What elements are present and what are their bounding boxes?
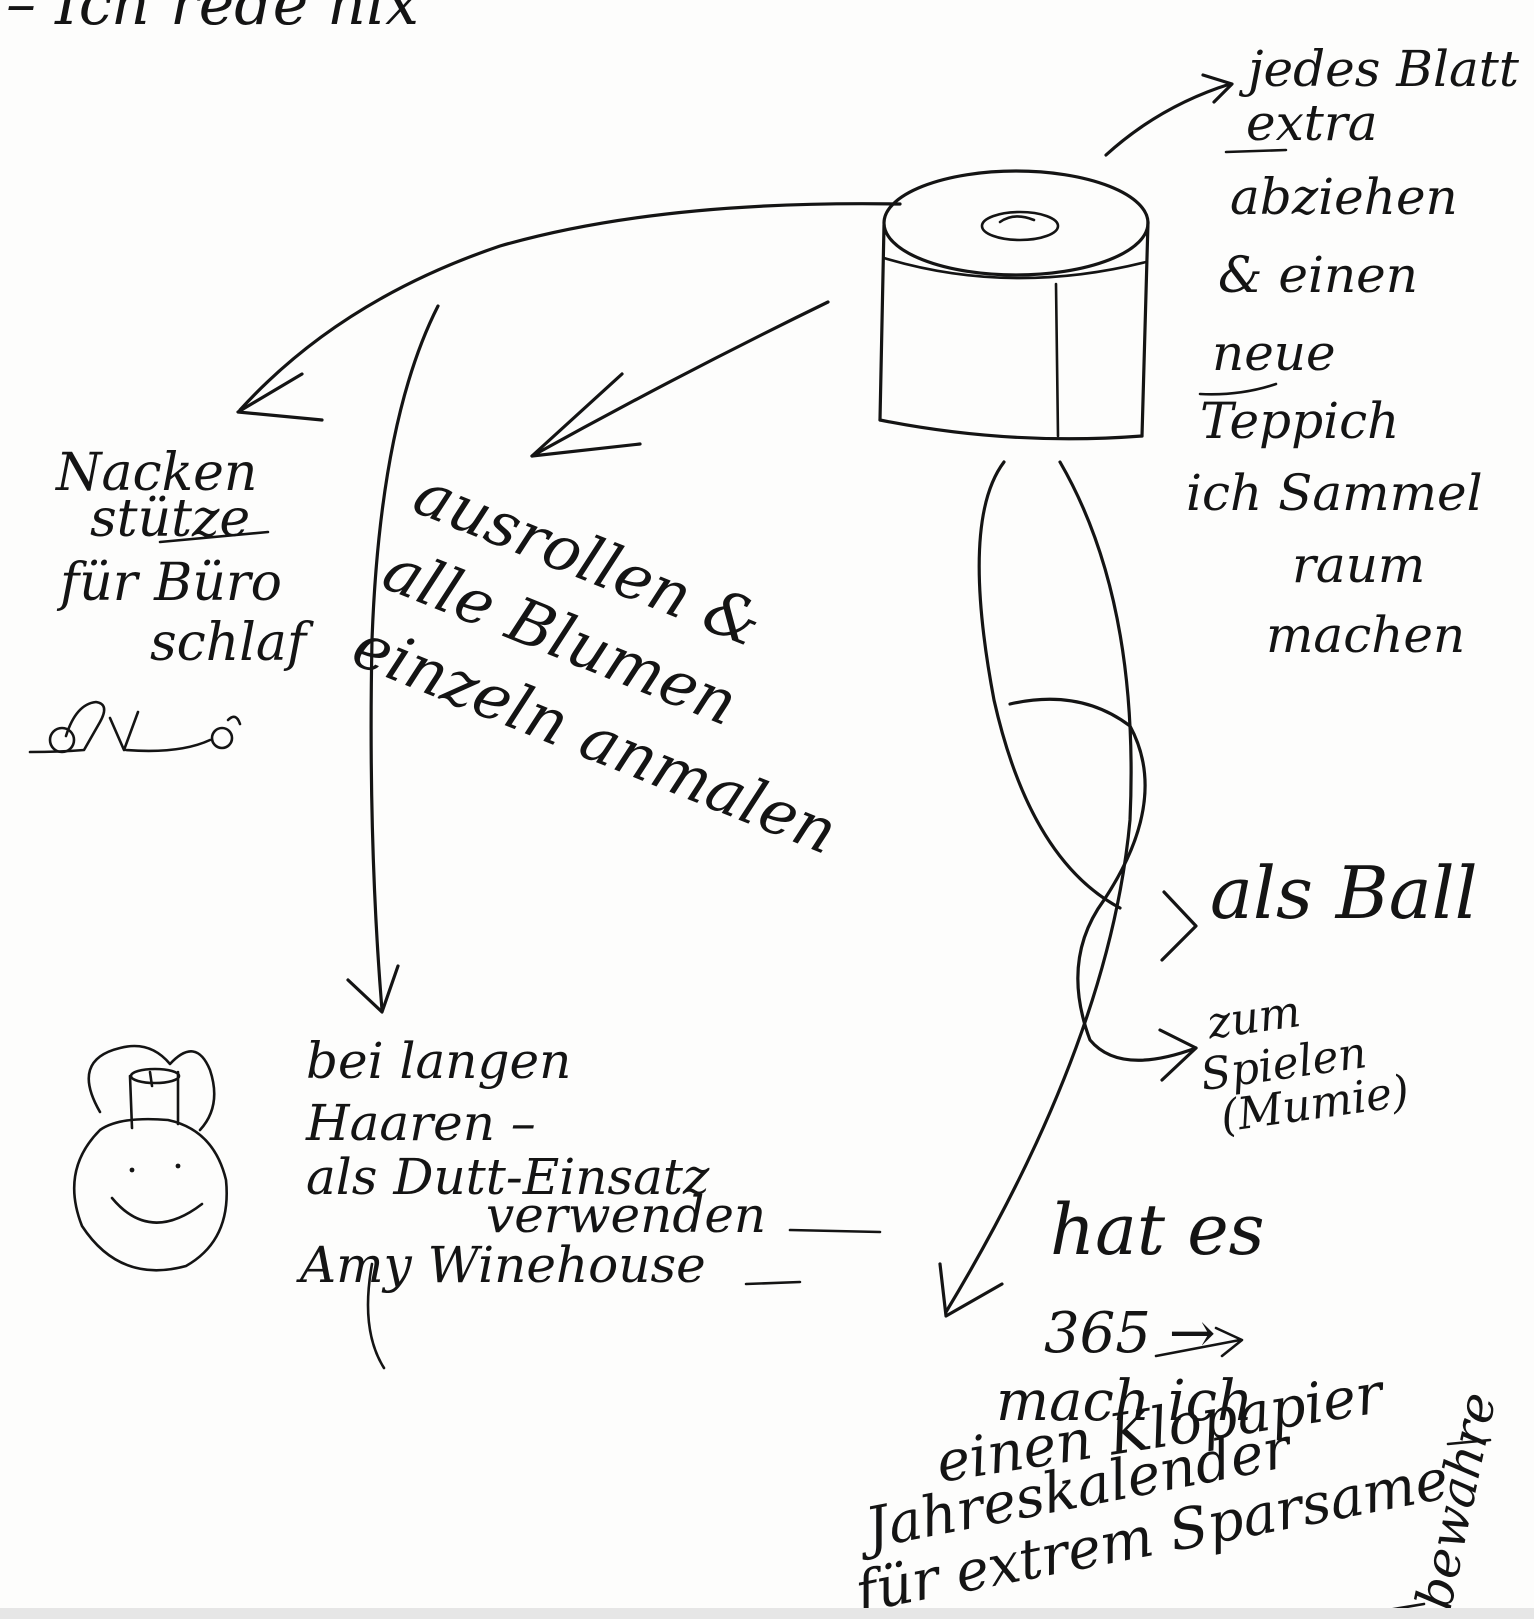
arrow-to-als-ball <box>979 462 1196 960</box>
note-left: Nacken stütze für Büro schlaf <box>54 443 314 673</box>
left-line-3: für Büro <box>56 553 282 613</box>
car-icon <box>30 702 240 752</box>
underline-winehouse <box>746 1282 800 1284</box>
left-line-2: stütze <box>90 489 250 549</box>
underline-verwenden <box>790 1230 880 1232</box>
arrow-to-nackenstuetze <box>238 204 900 420</box>
top-right-line-7: ich Sammel <box>1186 464 1483 522</box>
note-365: hat es 365 → mach ich einen Klopapier Ja… <box>846 1189 1453 1619</box>
note-center: ausrollen & alle Blumen einzeln anmalen <box>343 456 909 868</box>
top-right-line-2: extra <box>1246 94 1378 152</box>
top-right-line-1: jedes Blatt <box>1238 40 1520 98</box>
365-line-2: 365 → <box>1044 1301 1216 1366</box>
top-right-line-6: Teppich <box>1200 392 1399 450</box>
arrow-to-ausrollen <box>532 302 828 456</box>
toilet-roll-icon <box>880 171 1148 439</box>
loop-arrow-to-spielen <box>1010 699 1196 1080</box>
arrow-to-365 <box>940 462 1131 1316</box>
haare-line-2: Haaren – <box>305 1094 536 1152</box>
note-top-right: jedes Blatt extra abziehen & einen neue … <box>1186 40 1520 664</box>
365-line-1: hat es <box>1050 1189 1265 1271</box>
haare-line-1: bei langen <box>306 1032 571 1090</box>
top-right-line-8: raum <box>1292 536 1425 594</box>
paper-edge <box>0 1608 1534 1619</box>
top-right-line-3: abziehen <box>1230 168 1458 226</box>
haare-line-5: Amy Winehouse <box>296 1236 706 1294</box>
top-right-line-4: & einen <box>1218 246 1418 304</box>
note-als-ball: als Ball <box>1210 851 1478 935</box>
note-top: – Ich rede nix <box>6 0 419 39</box>
face-with-bun-icon <box>74 1046 226 1270</box>
left-line-4: schlaf <box>150 613 314 673</box>
top-right-line-9: machen <box>1266 606 1465 664</box>
top-right-line-5: neue <box>1212 324 1336 382</box>
arrow-to-jedes-blatt <box>1106 75 1232 155</box>
note-haare: bei langen Haaren – als Dutt-Einsatz ver… <box>296 1032 766 1294</box>
note-spielen: zum Spielen (Mumie) <box>1190 973 1412 1145</box>
